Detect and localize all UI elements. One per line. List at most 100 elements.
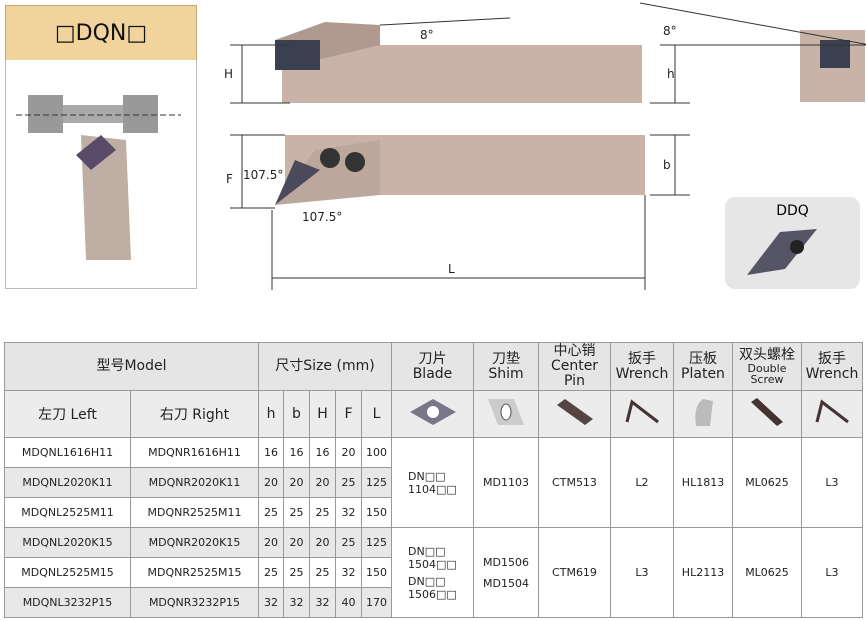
insert-image: DDQ (725, 197, 860, 289)
blade-icon (391, 390, 474, 438)
technical-drawing (230, 2, 866, 290)
header-cn: 双头螺栓 (739, 347, 795, 363)
cell-L: 125 (361, 467, 392, 498)
header-model: 型号Model (4, 342, 259, 391)
cell-H: 32 (309, 587, 336, 618)
cell-L: 100 (361, 437, 392, 468)
cell-right: MDQNR1616H11 (130, 437, 259, 468)
blade-code: DN□□ (408, 574, 446, 588)
header-en: Screw (750, 373, 784, 386)
header-cn: 扳手 (628, 350, 656, 367)
cell-right: MDQNR2020K15 (130, 527, 259, 558)
cell-L: 125 (361, 527, 392, 558)
cell-F: 32 (335, 557, 362, 588)
cell-h: 25 (258, 497, 284, 528)
blade-code: DN□□ (408, 544, 446, 558)
cell-H: 25 (309, 557, 336, 588)
cell-right: MDQNR3232P15 (130, 587, 259, 618)
blade-code: 1504□□ (408, 557, 457, 571)
wrench-icon (801, 390, 863, 438)
header-cn: 压板 (689, 350, 717, 367)
cell-H: 16 (309, 437, 336, 468)
blade-code: 1104□□ (408, 482, 457, 496)
shim-code: MD1506 (483, 555, 529, 569)
header-en: Wrench (805, 365, 859, 382)
blade-code: 1506□□ (408, 587, 457, 601)
subheader-F: F (335, 390, 362, 438)
cell-blade: DN□□1504□□DN□□1506□□ (391, 527, 474, 618)
cell-F: 25 (335, 467, 362, 498)
cell-h: 16 (258, 437, 284, 468)
cell-b: 32 (283, 587, 310, 618)
header-cn: 刀片 (418, 350, 447, 367)
subheader-h: h (258, 390, 284, 438)
cell-H: 20 (309, 527, 336, 558)
cell-right: MDQNR2020K11 (130, 467, 259, 498)
cell-b: 16 (283, 437, 310, 468)
wrench-icon (610, 390, 674, 438)
cell-right: MDQNR2525M11 (130, 497, 259, 528)
angle-label: 8° (420, 28, 434, 42)
header-en: Wrench (615, 365, 669, 382)
header-en: Double (747, 362, 787, 375)
header-en: Platen (681, 365, 725, 382)
dim-F: F (226, 172, 233, 186)
cell-L: 150 (361, 497, 392, 528)
subheader-b: b (283, 390, 310, 438)
cell-platen: HL2113 (673, 527, 733, 618)
cell-left: MDQNL2020K15 (4, 527, 131, 558)
cell-F: 25 (335, 527, 362, 558)
double-screw-icon (732, 390, 802, 438)
cell-L: 170 (361, 587, 392, 618)
cell-platen: HL1813 (673, 437, 733, 528)
cell-b: 20 (283, 527, 310, 558)
cell-F: 32 (335, 497, 362, 528)
cell-blade: DN□□1104□□ (391, 437, 474, 528)
cell-left: MDQNL2525M15 (4, 557, 131, 588)
tool-thumbnail-drawing (16, 95, 181, 260)
subheader-left: 左刀 Left (4, 390, 131, 438)
cell-pin: CTM619 (538, 527, 611, 618)
blade-code: DN□□ (408, 469, 446, 483)
cell-H: 25 (309, 497, 336, 528)
header-cn: 刀垫 (492, 350, 520, 367)
angle-label: 8° (663, 24, 677, 38)
subheader-L: L (361, 390, 392, 438)
tool-thumbnail (5, 60, 197, 289)
cell-h: 32 (258, 587, 284, 618)
cell-wrench: L3 (610, 527, 674, 618)
cell-h: 20 (258, 527, 284, 558)
dim-H: H (224, 67, 234, 81)
angle-label: 107.5° (243, 168, 284, 182)
cell-wrench2: L3 (801, 437, 863, 528)
dim-b: b (663, 158, 671, 172)
header-en: Shim (488, 365, 524, 382)
cell-F: 20 (335, 437, 362, 468)
cell-h: 25 (258, 557, 284, 588)
cell-b: 25 (283, 557, 310, 588)
cell-left: MDQNL1616H11 (4, 437, 131, 468)
angle-label: 107.5° (302, 210, 343, 224)
cell-left: MDQNL3232P15 (4, 587, 131, 618)
cell-wrench: L2 (610, 437, 674, 528)
header-en: Center Pin (550, 358, 599, 389)
cell-L: 150 (361, 557, 392, 588)
cell-left: MDQNL2020K11 (4, 467, 131, 498)
cell-right: MDQNR2525M15 (130, 557, 259, 588)
cell-shim: MD1103 (473, 437, 539, 528)
subheader-right: 右刀 Right (130, 390, 259, 438)
cell-b: 20 (283, 467, 310, 498)
header-cn: 中心销 (553, 343, 596, 359)
cell-screw: ML0625 (732, 437, 802, 528)
cell-H: 20 (309, 467, 336, 498)
